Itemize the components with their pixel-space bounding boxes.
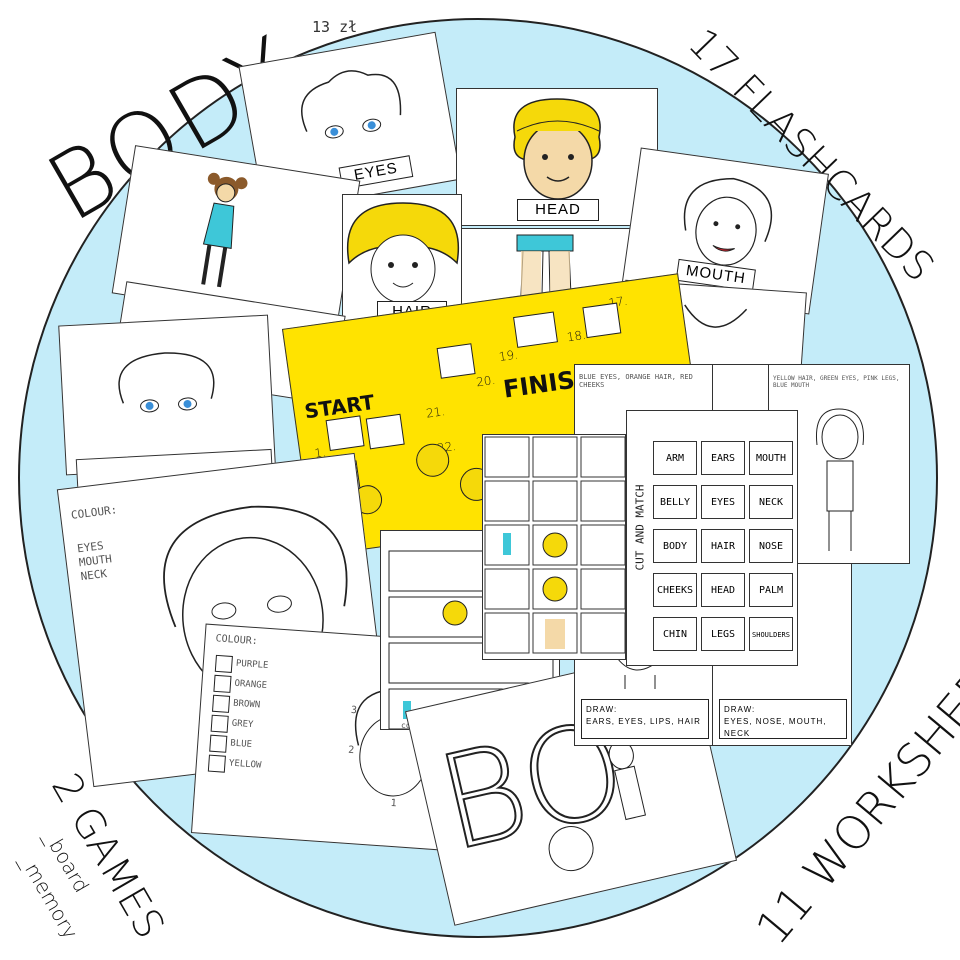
cut-match-word: HEAD xyxy=(701,573,745,607)
draw-sheet-instruction: YELLOW HAIR, GREEN EYES, PINK LEGS, BLUE… xyxy=(773,375,900,389)
flashcard-eyes: EYES xyxy=(238,31,462,215)
draw-items: EYES, NOSE, MOUTH, NECK xyxy=(724,717,827,738)
flashcard-mouth: MOUTH xyxy=(621,147,829,315)
draw-sheet-label: DRAW: EYES, NOSE, MOUTH, NECK xyxy=(719,699,847,739)
cut-and-match: CUT AND MATCH ARM EARS MOUTH BELLY EYES … xyxy=(626,410,798,666)
cut-match-word: HAIR xyxy=(701,529,745,563)
girl-icon xyxy=(201,172,248,288)
flashcard-body xyxy=(111,145,361,329)
face-outline-icon xyxy=(301,70,402,139)
chin-icon xyxy=(684,304,748,328)
cut-match-title: CUT AND MATCH xyxy=(633,484,647,571)
girl-outline-icon xyxy=(815,408,864,551)
draw-label: DRAW: xyxy=(724,705,756,714)
cut-match-word: PALM xyxy=(749,573,793,607)
face-outline-icon xyxy=(683,177,773,266)
flashcard-eyes-2 xyxy=(58,314,276,476)
draw-items: EARS, EYES, LIPS, HAIR xyxy=(586,717,701,726)
cut-match-word: NECK xyxy=(749,485,793,519)
draw-sheet-label: DRAW: EARS, EYES, LIPS, HAIR xyxy=(581,699,709,739)
cut-match-word: LEGS xyxy=(701,617,745,651)
cut-match-word: EARS xyxy=(701,441,745,475)
cut-match-word: MOUTH xyxy=(749,441,793,475)
cut-match-word: BELLY xyxy=(653,485,697,519)
cut-match-word: SHOULDERS xyxy=(749,617,793,651)
cut-match-word: ARM xyxy=(653,441,697,475)
draw-sheet-instruction: BLUE EYES, ORANGE HAIR, RED CHEEKS xyxy=(579,373,693,389)
bottom-body-sheet: BO xyxy=(404,646,738,926)
memory-cards-icon xyxy=(484,436,625,654)
head-icon xyxy=(513,98,601,215)
cut-match-word: BODY xyxy=(653,529,697,563)
flashcard-label: HEAD xyxy=(517,199,599,221)
cut-match-word: NOSE xyxy=(749,529,793,563)
price-label: 13 zł xyxy=(312,18,358,36)
hair-icon xyxy=(347,202,459,304)
boy-icon xyxy=(548,740,647,872)
face-outline-icon xyxy=(118,352,215,413)
flashcard-head: HEAD xyxy=(456,88,658,226)
cut-match-word: CHIN xyxy=(653,617,697,651)
draw-label: DRAW: xyxy=(586,705,618,714)
cut-match-word: EYES xyxy=(701,485,745,519)
flashcard-chin xyxy=(619,279,807,383)
memory-game xyxy=(482,434,626,660)
cut-match-word: CHEEKS xyxy=(653,573,697,607)
